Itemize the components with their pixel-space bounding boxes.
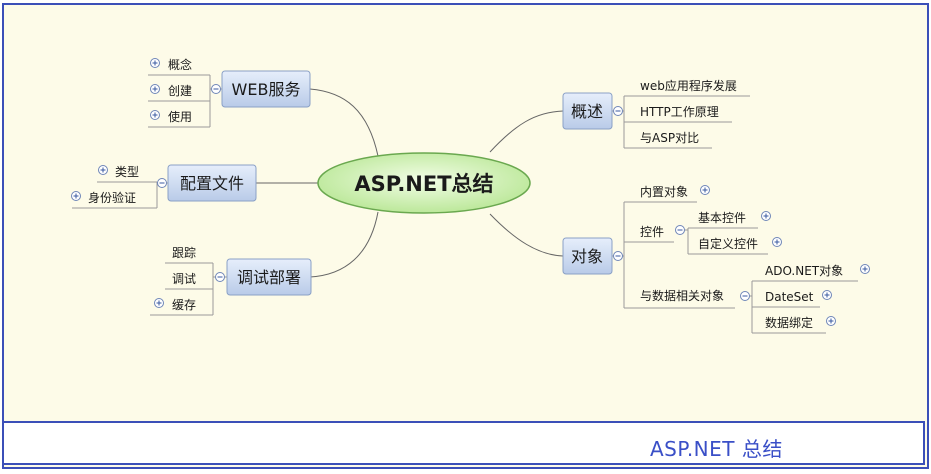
subtopic-http[interactable]: HTTP工作原理 — [640, 105, 719, 119]
subtopic-adonet[interactable]: ADO.NET对象 — [765, 264, 843, 278]
expand-icon[interactable] — [826, 316, 836, 326]
subtopic-debugging[interactable]: 调试 — [172, 271, 196, 286]
central-topic-label: ASP.NET总结 — [354, 172, 493, 196]
connector-debug — [309, 211, 379, 278]
topic-objects[interactable]: 对象 — [562, 237, 613, 275]
footer-title: ASP.NET 总结 — [650, 437, 783, 461]
expand-icon[interactable] — [761, 211, 771, 221]
topic-overview[interactable]: 概述 — [562, 92, 613, 130]
expand-icon[interactable] — [150, 58, 160, 68]
main-connectors — [256, 88, 564, 278]
subtopic-cache[interactable]: 缓存 — [172, 298, 196, 312]
expand-icon[interactable] — [150, 110, 160, 120]
expand-icon[interactable] — [772, 237, 782, 247]
expand-icon[interactable] — [71, 191, 81, 201]
expand-icon[interactable] — [154, 298, 164, 308]
collapse-icon[interactable] — [740, 291, 750, 301]
footer-bar: ASP.NET 总结 — [2, 421, 925, 465]
expand-icon[interactable] — [822, 290, 832, 300]
connector-objects — [489, 213, 564, 257]
subtopic-trace[interactable]: 跟踪 — [172, 246, 196, 260]
subtopic-custom-controls[interactable]: 自定义控件 — [698, 236, 758, 251]
topic-overview-label: 概述 — [571, 102, 603, 121]
topic-web-label: WEB服务 — [232, 80, 301, 99]
connector-web — [309, 88, 379, 157]
topic-web[interactable]: WEB服务 — [221, 70, 311, 108]
collapse-icon[interactable] — [675, 225, 685, 235]
subtopic-dataset[interactable]: DateSet — [765, 290, 814, 304]
subtopic-type[interactable]: 类型 — [115, 165, 139, 179]
mindmap-canvas — [2, 3, 929, 469]
subtopic-databinding[interactable]: 数据绑定 — [765, 315, 813, 330]
topic-debug[interactable]: 调试部署 — [226, 258, 312, 296]
central-topic[interactable]: ASP.NET总结 — [317, 152, 531, 214]
subtopic-data-objects[interactable]: 与数据相关对象 — [640, 288, 724, 303]
subtopic-create[interactable]: 创建 — [168, 84, 192, 98]
subtopic-basic-controls[interactable]: 基本控件 — [698, 211, 746, 225]
collapse-icon[interactable] — [157, 178, 167, 188]
expand-icons — [71, 58, 870, 326]
subtopic-controls[interactable]: 控件 — [640, 225, 664, 239]
expand-icon[interactable] — [98, 165, 108, 175]
collapse-icon[interactable] — [613, 106, 623, 116]
subtopic-auth[interactable]: 身份验证 — [88, 190, 136, 205]
subtopic-web-evolution[interactable]: web应用程序发展 — [640, 78, 737, 93]
collapse-icon[interactable] — [613, 251, 623, 261]
topic-debug-label: 调试部署 — [237, 268, 301, 287]
subtopic-asp-compare[interactable]: 与ASP对比 — [640, 131, 699, 145]
connector-overview — [489, 110, 564, 153]
subtopic-use[interactable]: 使用 — [168, 109, 192, 124]
expand-icon[interactable] — [150, 84, 160, 94]
collapse-icon[interactable] — [215, 272, 225, 282]
expand-icon[interactable] — [700, 185, 710, 195]
topic-config[interactable]: 配置文件 — [167, 164, 257, 202]
subtopic-concept[interactable]: 概念 — [168, 57, 192, 72]
collapse-icon[interactable] — [211, 84, 221, 94]
expand-icon[interactable] — [860, 264, 870, 274]
topic-objects-label: 对象 — [571, 247, 603, 266]
topic-config-label: 配置文件 — [180, 174, 244, 193]
subtopic-builtin[interactable]: 内置对象 — [640, 185, 688, 199]
collapse-icons — [157, 84, 750, 301]
